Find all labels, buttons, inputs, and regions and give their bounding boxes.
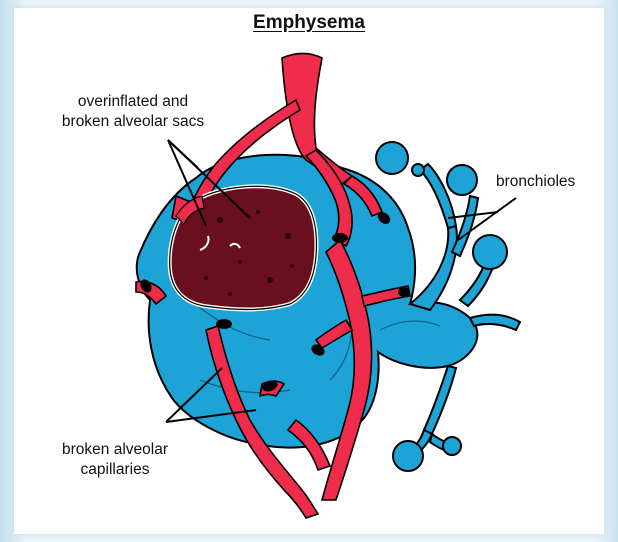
label-broken-capillaries: broken alveolar capillaries	[40, 440, 190, 480]
label-caps-line2: capillaries	[40, 460, 190, 480]
label-sacs-line1: overinflated and	[38, 92, 228, 112]
label-bronchioles: bronchioles	[496, 172, 612, 192]
label-sacs-line2: broken alveolar sacs	[38, 112, 228, 132]
label-broken-alveolar-sacs: overinflated and broken alveolar sacs	[38, 92, 228, 132]
label-caps-line1: broken alveolar	[40, 440, 190, 460]
